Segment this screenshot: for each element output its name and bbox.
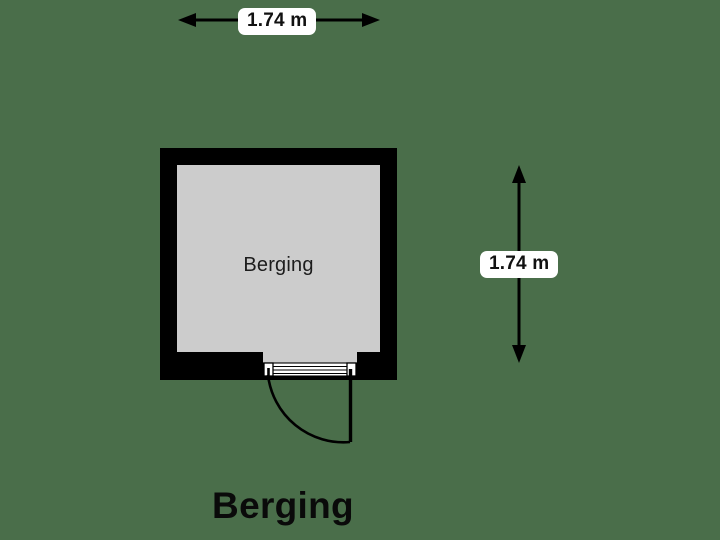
dimension-label-right: 1.74 m <box>480 251 559 278</box>
page-title: Berging <box>212 485 354 526</box>
arrowhead-down-icon <box>512 345 526 363</box>
door-swing-arc <box>266 374 351 444</box>
room-floor <box>177 165 380 352</box>
arrowhead-right-icon <box>362 13 380 27</box>
dimension-label-top: 1.74 m <box>238 8 317 35</box>
room-label: Berging <box>243 254 314 276</box>
door-opening <box>263 352 357 363</box>
arrowhead-left-icon <box>178 13 196 27</box>
arrowhead-up-icon <box>512 165 526 183</box>
